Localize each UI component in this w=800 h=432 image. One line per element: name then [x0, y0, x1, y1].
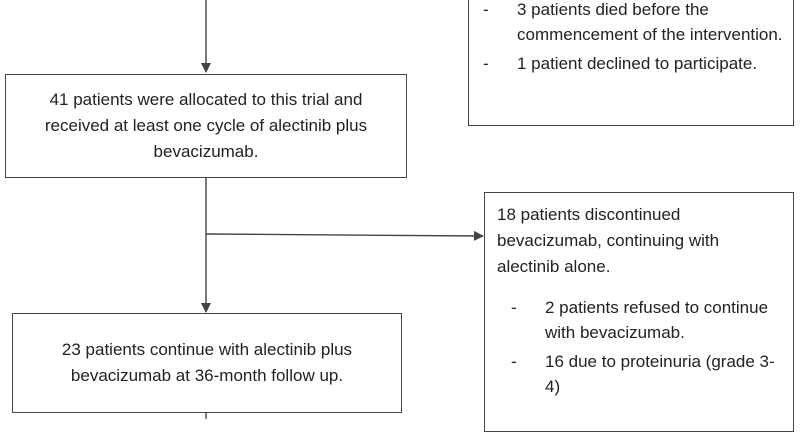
allocated-text: 41 patients were allocated to this trial…: [44, 90, 368, 161]
excluded-item: - 1 patient declined to participate.: [469, 51, 793, 76]
excluded-box: - 3 patients died before the commencemen…: [468, 0, 794, 126]
excluded-item-text: 3 patients died before the commencement …: [517, 0, 783, 44]
followup-box: 23 patients continue with alectinib plus…: [12, 313, 402, 413]
discontinued-item-text: 2 patients refused to continue with beva…: [545, 298, 769, 342]
bullet-dash: -: [483, 54, 489, 73]
bullet-dash: -: [483, 0, 489, 19]
excluded-item: - 3 patients died before the commencemen…: [469, 0, 793, 47]
bullet-dash: -: [511, 352, 517, 371]
discontinued-item-text: 16 due to proteinuria (grade 3-4): [545, 352, 775, 396]
arrow-to-discontinued: [205, 230, 484, 241]
followup-text: 23 patients continue with alectinib plus…: [61, 340, 353, 385]
excluded-item-text: 1 patient declined to participate.: [517, 54, 758, 73]
discontinued-text: 18 patients discontinued bevacizumab, co…: [497, 205, 720, 276]
excluded-list: - 3 patients died before the commencemen…: [469, 0, 793, 76]
discontinued-item: - 16 due to proteinuria (grade 3-4): [497, 349, 783, 399]
connector-lines: [201, 0, 484, 419]
discontinued-item: - 2 patients refused to continue with be…: [497, 295, 783, 345]
allocated-box: 41 patients were allocated to this trial…: [5, 74, 407, 178]
discontinued-box: 18 patients discontinued bevacizumab, co…: [484, 192, 794, 432]
discontinued-list: - 2 patients refused to continue with be…: [497, 295, 783, 399]
bullet-dash: -: [511, 298, 517, 317]
